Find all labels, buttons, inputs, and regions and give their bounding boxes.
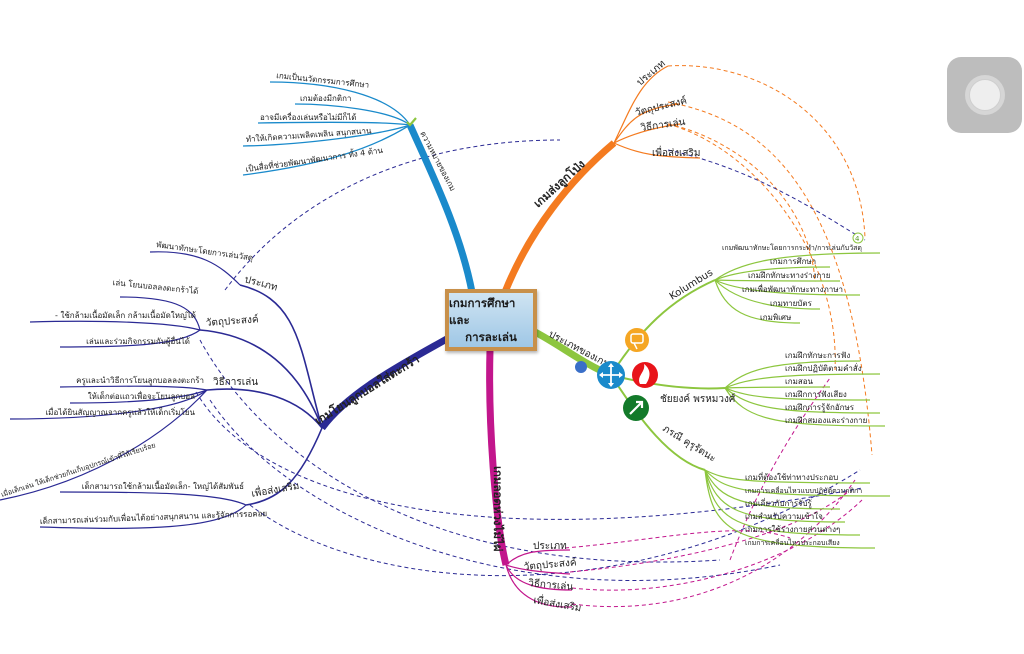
kolumbus-item: เกมฝึกทักษะทางร่างกาย (748, 271, 830, 280)
chaiyong-label[interactable]: ชัยยงค์ พรหมวงศ์ (660, 393, 736, 405)
assistive-ring-icon (964, 75, 1005, 115)
badge-circle (852, 232, 864, 244)
meaning-item: ทำให้เกิดความเพลิดเพลิน สนุกสนาน (246, 126, 373, 144)
basket-objective-item: เล่นและร่วมกิจกรรมกับผู้อื่นได้ (86, 335, 190, 347)
central-topic-line2: การละเล่น (465, 329, 517, 344)
badge-count: 4 (855, 235, 860, 243)
checkmark-icon (406, 117, 417, 127)
basket-howto-label[interactable]: วิธีการเล่น (213, 376, 259, 388)
arrow-up-icon[interactable] (623, 395, 649, 421)
basket-howto-item: ให้เด็กต่อแถวเพื่อจะโยนลูกบอล (88, 390, 195, 402)
basket-promote-item: เด็กสามารถเล่นร่วมกับเพื่อนได้อย่างสนุกส… (40, 507, 268, 527)
kolumbus-item: เกมพัฒนาทักษะโดยการกระทำ/การเล่นกับวัสดุ (722, 243, 862, 252)
kolumbus-item: เกมเพื่อพัฒนาทักษะทางภาษา (742, 283, 843, 294)
basket-promote-label[interactable]: เพื่อส่งเสริม (250, 478, 300, 500)
kolumbus-label[interactable]: Kolumbus (668, 267, 715, 302)
chaiyong-item: เกมสอน (785, 377, 814, 386)
central-topic[interactable]: เกมการศึกษาและ การละเล่น (445, 289, 537, 351)
basket-howto-item: ครูและนำวิธีการโยนลูกบอลลงตะกร้า (76, 375, 204, 386)
pharani-item: เกมเกี่ยวกับการรับรู้ (745, 497, 813, 509)
basket-promote-item: เด็กสามารถใช้กล้ามเนื้อมัดเล็ก- ใหญ่ได้ส… (82, 480, 244, 491)
pharani-item: เกมการเคลื่อนไหวประกอบเสียง (745, 538, 840, 547)
meaning-item: เกมเป็นนวัตกรรมการศึกษา (276, 70, 370, 90)
kolumbus-item: เกมทายบัตร (770, 299, 813, 308)
relationship-lines (195, 65, 873, 608)
basket-objective-label[interactable]: วัตถุประสงค์ (205, 313, 259, 329)
pharani-item: เกมสำหรับความเข้าใจ (745, 512, 823, 521)
balloon-item[interactable]: วิธีการเล่น (639, 116, 686, 134)
balloon-item[interactable]: วัตถุประสงค์ (634, 94, 688, 118)
meaning-item: เกมต้องมีกติกา (300, 94, 351, 103)
kolumbus-item: เกมพิเศษ (760, 313, 791, 322)
chaiyong-item: เกมฝึกทักษะการฟัง (785, 351, 850, 360)
pharani-item: เกมที่ต้องใช้ท่าทางประกอบ (745, 471, 838, 482)
branch-label-hoop[interactable]: เกมลอดห่วงไม้ไผ่ (491, 466, 505, 552)
meaning-item: เป็นสื่อที่ช่วยพัฒนาพัฒนาการ ทั้ง 4 ด้าน (245, 144, 384, 174)
node-dot (575, 361, 587, 373)
floating-assistive-button[interactable] (947, 57, 1022, 133)
hoop-item[interactable]: วัตถุประสงค์ (523, 556, 577, 573)
balloon-item[interactable]: ประเภท (635, 58, 668, 88)
pharani-label[interactable]: ภรณี คุรุรัตนะ (660, 422, 718, 464)
branch-basket: ประเภท พัฒนาทักษะโดยการเล่นวัสดุ วัตถุปร… (0, 239, 454, 529)
chaiyong-item: เกมฝึกการรู้จักอักษร (785, 403, 855, 413)
basket-type-label[interactable]: ประเภท (243, 274, 278, 293)
balloon-item[interactable]: เพื่อส่งเสริม (652, 145, 701, 159)
branch-types: ประเภทของเกม Kolumbus เกมพัฒนาทักษะโดยกา… (533, 243, 891, 549)
basket-objective-item: - ใช้กล้ามเนื้อมัดเล็ก กล้ามเนื้อมัดใหญ่… (55, 309, 196, 320)
pharani-item: เกมการใช้ร่างกายส่วนต่างๆ (745, 525, 840, 534)
branch-meaning: เกมเป็นนวัตกรรมการศึกษา เกมต้องมีกติกา อ… (242, 70, 476, 293)
branch-label-basket[interactable]: เกมโยนลูกบอลใส่ตะกร้า (312, 351, 423, 428)
basket-objective-item: เล่น โยนบอลลงตะกร้าได้ (112, 277, 199, 296)
hoop-item[interactable]: ประเภท (533, 541, 567, 552)
hoop-item[interactable]: เพื่อส่งเสริม (532, 592, 582, 614)
hoop-item[interactable]: วิธีการเล่น (527, 577, 574, 593)
move-icon[interactable] (597, 361, 625, 389)
branch-hoop: ประเภท วัตถุประสงค์ วิธีการเล่น เพื่อส่ง… (486, 349, 583, 614)
meaning-item: อาจมีเครื่องเล่นหรือไม่มีก็ได้ (260, 111, 356, 122)
chaiyong-item: เกมฝึกการฟังเสียง (785, 390, 847, 399)
chaiyong-item: เกมฝึกปฏิบัติตามคำสั่ง (785, 362, 862, 373)
central-topic-line1: เกมการศึกษาและ (449, 295, 516, 327)
chaiyong-item: เกมฝึกสมองและร่างกาย (785, 416, 867, 425)
flame-icon[interactable] (632, 362, 658, 388)
comment-icon[interactable] (625, 328, 649, 352)
pharani-item: เกมการเคลื่อนไหวแบบปฏิบัติตามกติกา (745, 486, 862, 495)
kolumbus-item: เกมการศึกษา (770, 257, 816, 266)
basket-howto-item: เมื่อได้ยินสัญญาณจากครูแล้วให้เด็กเริ่มโ… (45, 406, 195, 418)
